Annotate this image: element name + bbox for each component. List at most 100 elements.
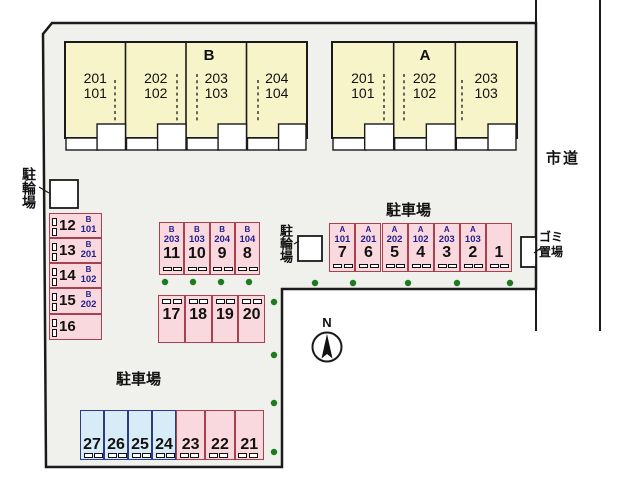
wheel-stop <box>51 217 57 226</box>
wheel-stop <box>369 263 379 268</box>
wheel-stop <box>343 263 353 268</box>
wheel-stop <box>411 263 421 268</box>
space-number: 18 <box>189 306 208 323</box>
space-unit-building: A <box>339 225 346 234</box>
wheel-stop <box>437 263 447 268</box>
shrub-dot <box>349 279 357 287</box>
building-outline <box>331 41 518 139</box>
wheel-stop <box>359 263 369 268</box>
entrance-notch <box>217 123 248 151</box>
space-unit-number: 201 <box>80 248 97 260</box>
compass-needle-icon <box>321 334 333 359</box>
wheel-stop <box>190 453 199 458</box>
space-unit-building: A <box>469 225 476 234</box>
space-number: 14 <box>59 267 76 284</box>
parking-space: 18 <box>184 295 212 343</box>
space-unit-building: A <box>365 225 372 234</box>
space-number: 5 <box>390 244 399 261</box>
wheel-stop <box>51 252 57 261</box>
pointer-line <box>38 186 50 194</box>
road-label: 市道 <box>546 150 581 167</box>
space-number: 26 <box>107 436 125 453</box>
space-unit-number: 102 <box>80 273 97 285</box>
parking-space: 19 <box>211 295 239 343</box>
wheel-stop <box>51 227 57 236</box>
wheel-stop <box>463 263 473 268</box>
unit-lower: 102 <box>144 85 168 101</box>
wheel-stop <box>252 299 262 304</box>
wheel-stop <box>500 263 510 268</box>
parking-space: 23 <box>176 410 206 460</box>
wheel-stop <box>187 266 197 271</box>
entrance-porch <box>455 137 490 151</box>
space-unit-building: B <box>168 225 175 234</box>
wheel-stop <box>172 299 182 304</box>
wheel-stop <box>333 263 343 268</box>
space-number: 19 <box>215 306 234 323</box>
parking-space: 16 <box>49 314 102 340</box>
wheel-stop <box>179 453 189 458</box>
wheel-stop <box>155 453 165 458</box>
wheel-stop <box>51 302 57 311</box>
wheel-stop <box>248 453 258 458</box>
space-number: 27 <box>83 436 101 453</box>
wheel-stop <box>131 453 141 458</box>
space-number: 17 <box>162 306 181 323</box>
wheel-stop <box>219 453 229 458</box>
shrub-dot <box>245 278 253 286</box>
space-unit-building: B <box>85 265 92 274</box>
garbage-label-line1: ゴミ <box>539 230 564 244</box>
parking-space: 1 <box>485 223 512 272</box>
bicycle-area-left-box <box>49 179 79 209</box>
space-number: 4 <box>416 244 426 261</box>
unit-upper: 202 <box>412 70 437 86</box>
entrance-notch <box>277 123 307 151</box>
wheel-stop <box>213 266 222 271</box>
bicycle-area-middle-box <box>297 235 323 262</box>
unit-upper: 201 <box>351 70 375 86</box>
wheel-stop <box>215 299 225 304</box>
wheel-stop <box>248 266 258 271</box>
space-unit-number: 201 <box>360 233 377 245</box>
unit-lower: 101 <box>83 85 107 101</box>
shrubs <box>161 278 514 456</box>
space-unit-number: 103 <box>188 233 205 245</box>
shrub-dot <box>189 278 197 286</box>
wheel-stop <box>107 453 117 458</box>
wheel-stop <box>142 453 151 458</box>
unit-upper: 202 <box>144 70 168 86</box>
unit-lower: 103 <box>474 85 498 101</box>
wheel-stop <box>51 292 57 301</box>
parking-space: 27 <box>80 410 104 460</box>
entrance-porch <box>125 137 160 151</box>
unit-lower: 103 <box>204 85 228 101</box>
space-unit-building: B <box>85 215 92 224</box>
wheel-stop <box>422 263 432 268</box>
wheel-stop <box>173 266 182 271</box>
wheel-stop <box>489 263 499 268</box>
space-number: 21 <box>240 436 259 453</box>
bicycle-label-middle: 駐輪場 <box>278 224 293 263</box>
parking-space: 22 <box>205 410 235 460</box>
space-unit-building: B <box>244 225 251 234</box>
space-number: 6 <box>363 244 373 261</box>
